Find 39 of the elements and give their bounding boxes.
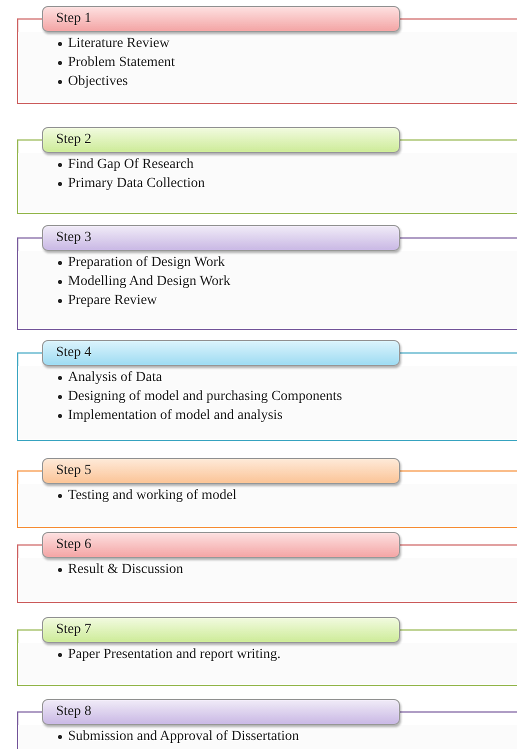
step-header — [42, 699, 400, 725]
step-panel — [17, 153, 517, 214]
bullet-item: Implementation of model and analysis — [58, 406, 342, 425]
step-header — [42, 6, 400, 32]
bullet-item: Submission and Approval of Dissertation — [58, 727, 299, 746]
step-panel — [17, 251, 517, 330]
bullet-item: Analysis of Data — [58, 368, 342, 387]
bullet-item: Result & Discussion — [58, 560, 184, 579]
bullet-item: Find Gap Of Research — [58, 155, 205, 174]
step-title: Step 8 — [56, 704, 92, 719]
step-panel — [17, 558, 517, 603]
bullet-item: Preparation of Design Work — [58, 253, 230, 272]
step-title: Step 5 — [56, 463, 92, 478]
step-panel — [17, 484, 517, 528]
step-header — [42, 458, 400, 484]
step-header — [42, 340, 400, 366]
step-title: Step 1 — [56, 11, 92, 26]
bullet-item: Modelling And Design Work — [58, 272, 230, 291]
step-panel — [17, 32, 517, 104]
bullet-item: Testing and working of model — [58, 486, 237, 505]
step-panel — [17, 643, 517, 686]
bullet-item: Problem Statement — [58, 53, 175, 72]
step-title: Step 7 — [56, 622, 92, 637]
bullet-item: Primary Data Collection — [58, 174, 205, 193]
step-title: Step 3 — [56, 230, 92, 245]
bullet-item: Prepare Review — [58, 291, 230, 310]
bullet-item: Literature Review — [58, 34, 175, 53]
step-header — [42, 617, 400, 643]
step-panel — [17, 725, 517, 749]
bullet-item: Designing of model and purchasing Components — [58, 387, 342, 406]
step-header — [42, 532, 400, 558]
step-title: Step 6 — [56, 537, 92, 552]
step-title: Step 4 — [56, 345, 92, 360]
step-header — [42, 127, 400, 153]
step-panel — [17, 366, 517, 441]
step-header — [42, 225, 400, 251]
bullet-item: Objectives — [58, 72, 175, 91]
step-title: Step 2 — [56, 132, 92, 147]
bullet-item: Paper Presentation and report writing. — [58, 645, 281, 664]
